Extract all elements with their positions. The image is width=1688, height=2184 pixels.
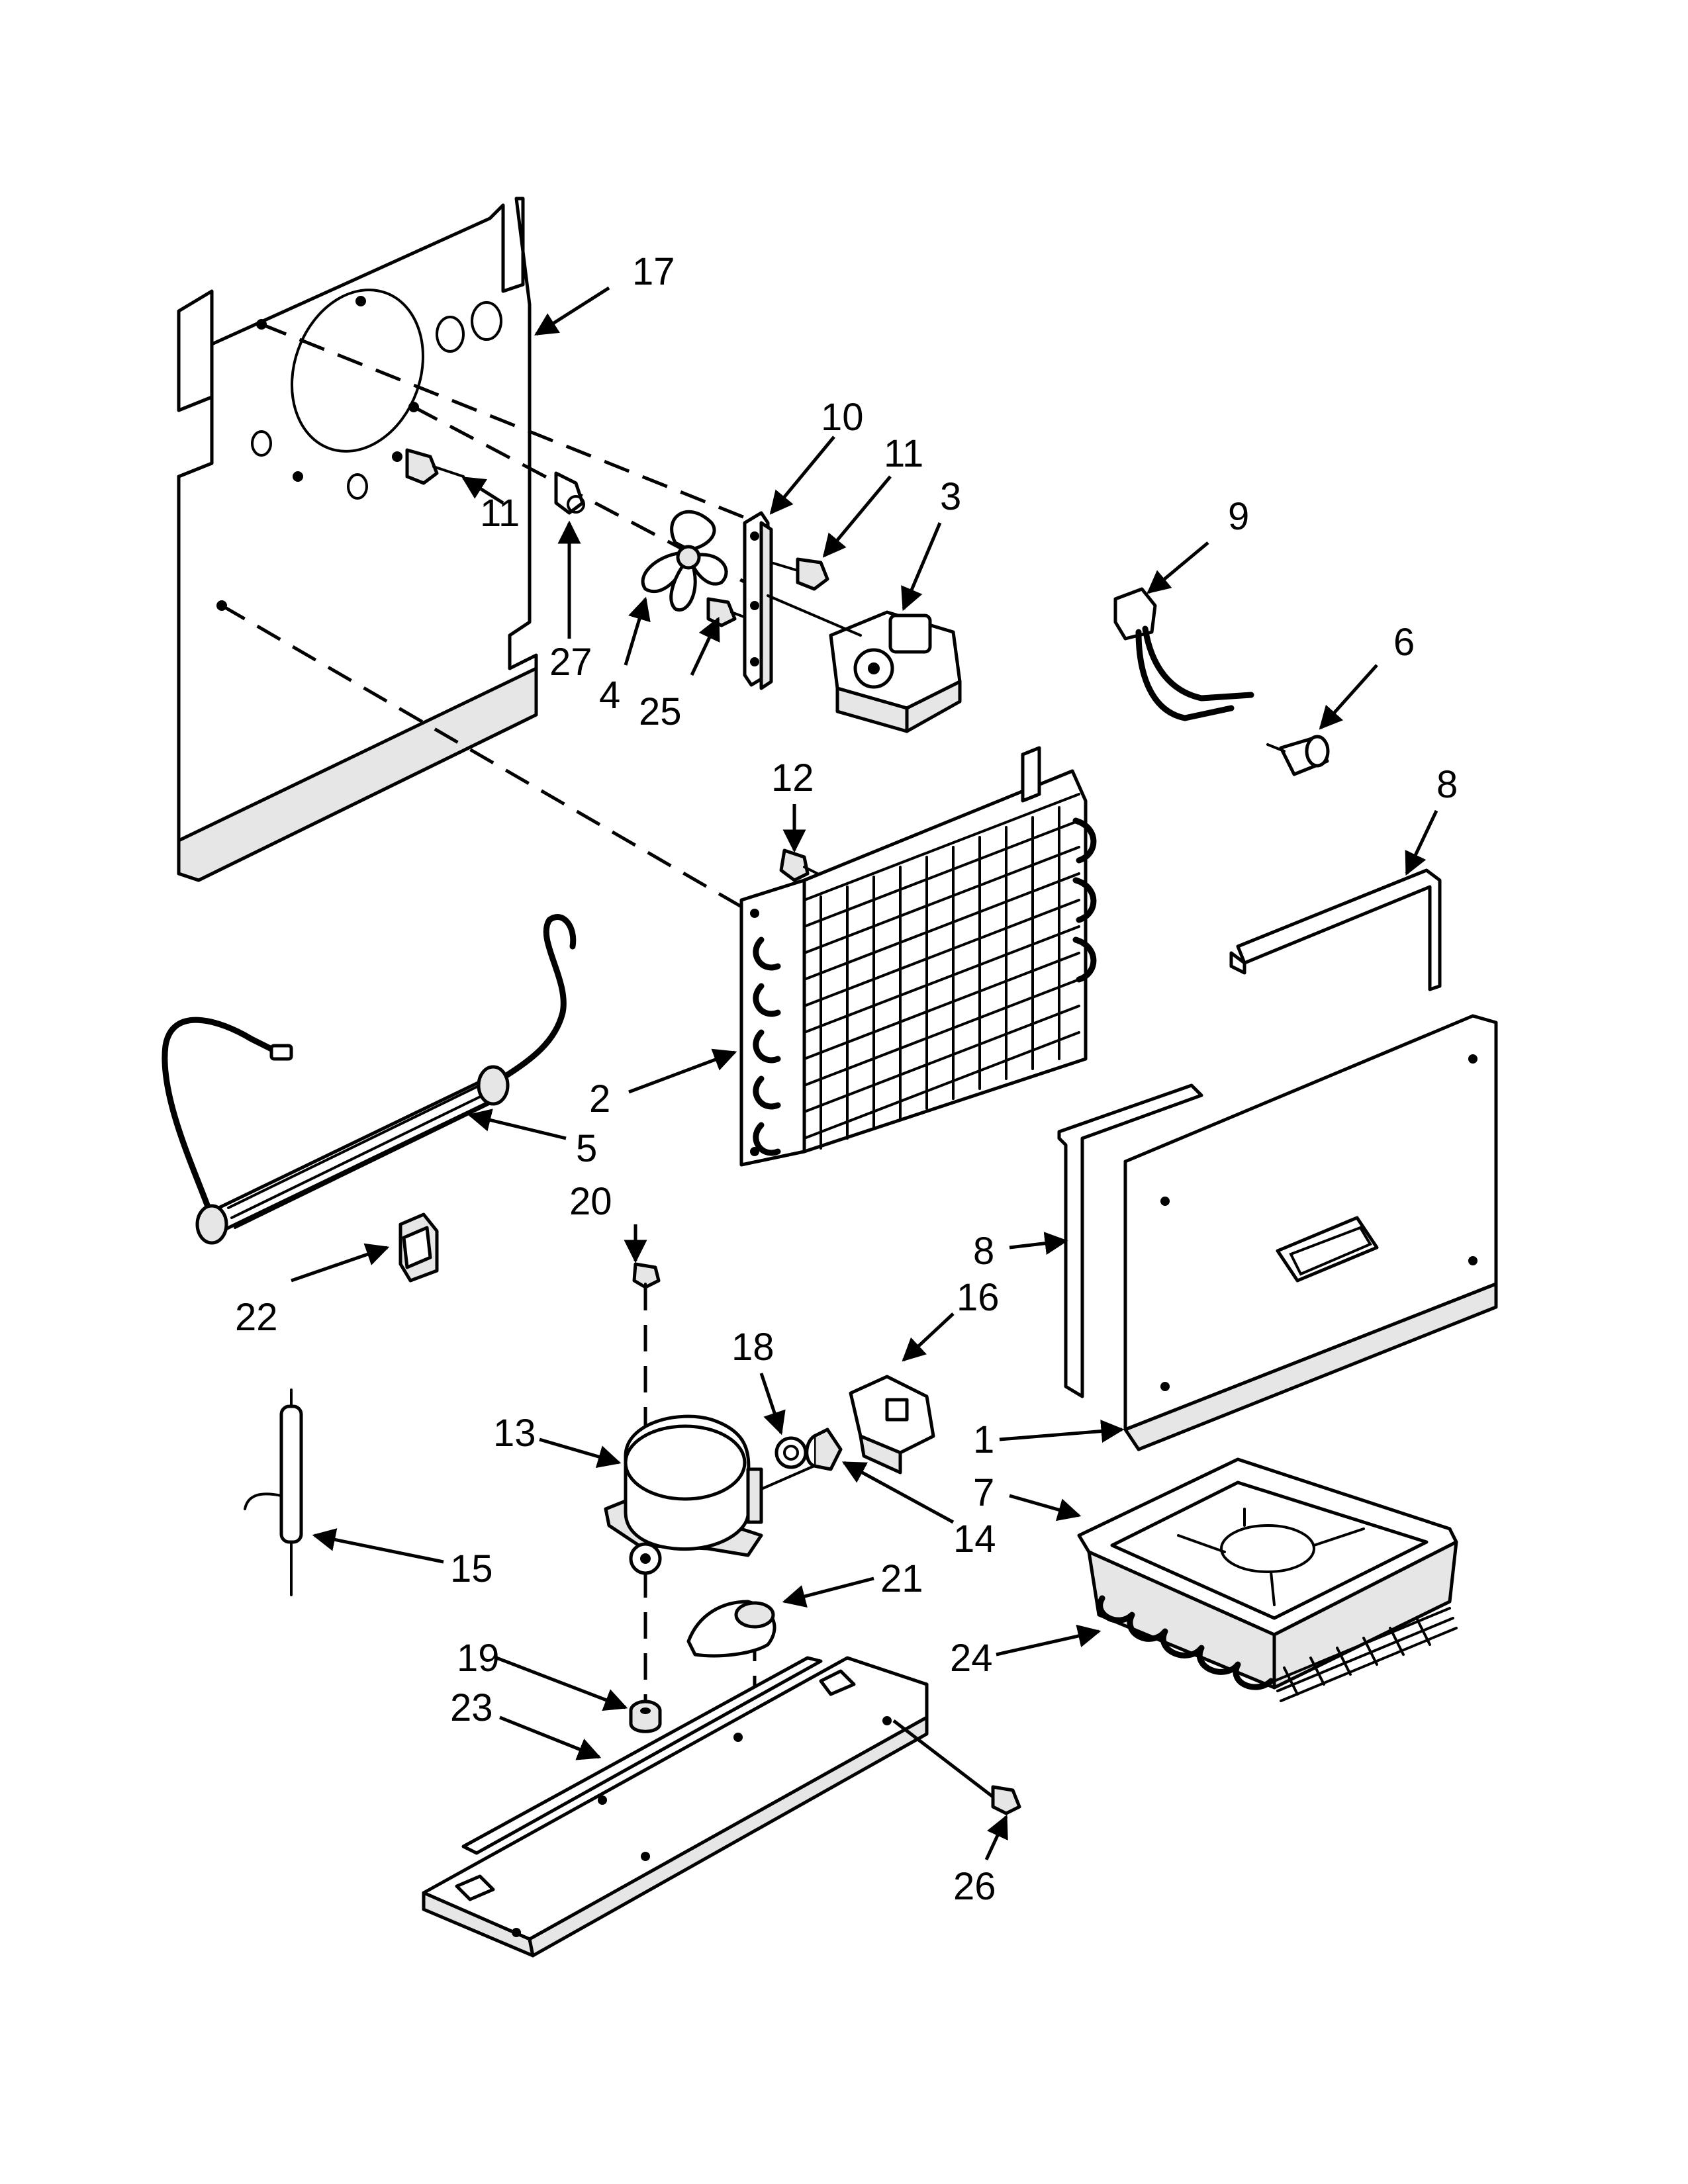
- callout-27: 27: [549, 641, 592, 684]
- callout-5: 5: [576, 1127, 597, 1170]
- part-1-baffle: [1123, 1014, 1498, 1451]
- callout-15: 15: [450, 1547, 493, 1590]
- callout-14: 14: [953, 1518, 996, 1561]
- part-19-grommet: [629, 1700, 662, 1733]
- part-12-screw: [779, 848, 825, 882]
- callout-8: 8: [1436, 763, 1458, 806]
- callout-11: 11: [480, 492, 520, 535]
- part-20-screw: [632, 1262, 661, 1308]
- callout-21: 21: [880, 1557, 923, 1600]
- part-11-screw-right: [770, 557, 829, 591]
- part-14-terminal-cover: [805, 1428, 843, 1471]
- part-24-drain-heater: [1097, 1595, 1458, 1702]
- part-8-top-bar: [1229, 868, 1442, 991]
- part-15-drier: [244, 1388, 303, 1596]
- part-27-clip: [554, 471, 585, 515]
- part-10-bracket: [743, 511, 773, 690]
- callout-7: 7: [973, 1471, 994, 1514]
- callout-11-right: 11: [884, 432, 923, 475]
- callout-24: 24: [950, 1637, 993, 1680]
- part-17-back-panel: [177, 197, 538, 882]
- callout-8-side: 8: [973, 1230, 994, 1273]
- part-9-thermostat-wires: [1113, 587, 1254, 721]
- callout-25: 25: [639, 690, 682, 733]
- part-6-fuse: [1266, 735, 1330, 776]
- callout-20: 20: [569, 1180, 612, 1223]
- callout-6: 6: [1393, 621, 1415, 664]
- callout-12: 12: [771, 756, 814, 799]
- part-4-fan-blade: [641, 510, 728, 612]
- callout-16: 16: [957, 1276, 1000, 1319]
- part-7-drain-pan: [1077, 1457, 1458, 1690]
- callout-3: 3: [940, 475, 961, 518]
- callout-10: 10: [821, 396, 864, 439]
- part-13-compressor: [604, 1414, 816, 1575]
- part-23-base-rail: [422, 1656, 929, 1958]
- part-26-screw: [892, 1719, 1021, 1815]
- callout-19: 19: [457, 1637, 500, 1680]
- callout-23: 23: [450, 1686, 493, 1729]
- part-16-start-relay: [849, 1375, 935, 1475]
- callout-1: 1: [973, 1418, 994, 1461]
- callout-26: 26: [953, 1865, 996, 1908]
- part-2-condenser: [739, 746, 1097, 1167]
- part-5-defrost-heater: [162, 914, 577, 1245]
- callout-4: 4: [599, 674, 620, 717]
- part-11-screw-left: [405, 448, 465, 485]
- part-8-side-bar: [1057, 1083, 1203, 1398]
- callout-17: 17: [632, 250, 675, 293]
- part-22-clip: [399, 1212, 439, 1283]
- callout-18: 18: [731, 1326, 774, 1369]
- callout-labels: 17 11 27 4 25 10 11 3 9 6 12 8 2 5 20 8 …: [235, 250, 1458, 1908]
- callout-9: 9: [1228, 495, 1249, 538]
- callout-22: 22: [235, 1296, 278, 1339]
- callout-13: 13: [493, 1412, 536, 1455]
- leader-lines: [291, 286, 1438, 1861]
- part-18-overload: [774, 1436, 808, 1469]
- part-3-fan-motor: [767, 594, 962, 733]
- part-21-bumper: [686, 1600, 776, 1658]
- callout-2: 2: [589, 1077, 610, 1120]
